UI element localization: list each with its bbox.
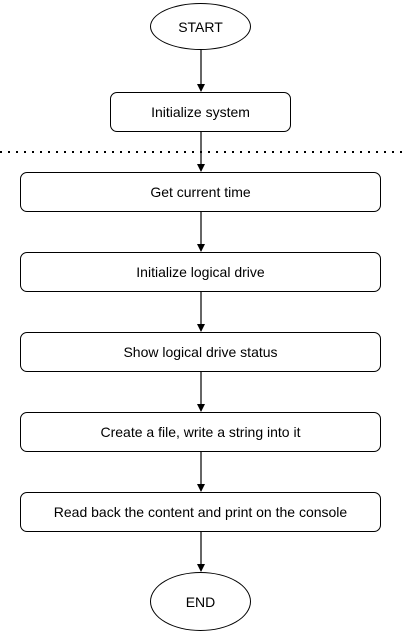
step-initialize-logical-drive: Initialize logical drive — [20, 252, 381, 292]
step-label: Get current time — [150, 184, 251, 200]
step-label: Show logical drive status — [123, 344, 278, 360]
step-read-back: Read back the content and print on the c… — [20, 492, 381, 532]
step-initialize-system: Initialize system — [110, 92, 291, 132]
step-label: Create a file, write a string into it — [100, 424, 301, 440]
step-show-drive-status: Show logical drive status — [20, 332, 381, 372]
step-get-current-time: Get current time — [20, 172, 381, 212]
step-label: Initialize system — [151, 104, 250, 120]
end-label: END — [185, 593, 216, 610]
step-create-file: Create a file, write a string into it — [20, 412, 381, 452]
start-label: START — [178, 18, 223, 35]
end-node: END — [150, 572, 251, 631]
step-label: Initialize logical drive — [136, 264, 265, 280]
step-label: Read back the content and print on the c… — [53, 504, 348, 520]
start-node: START — [150, 3, 251, 50]
